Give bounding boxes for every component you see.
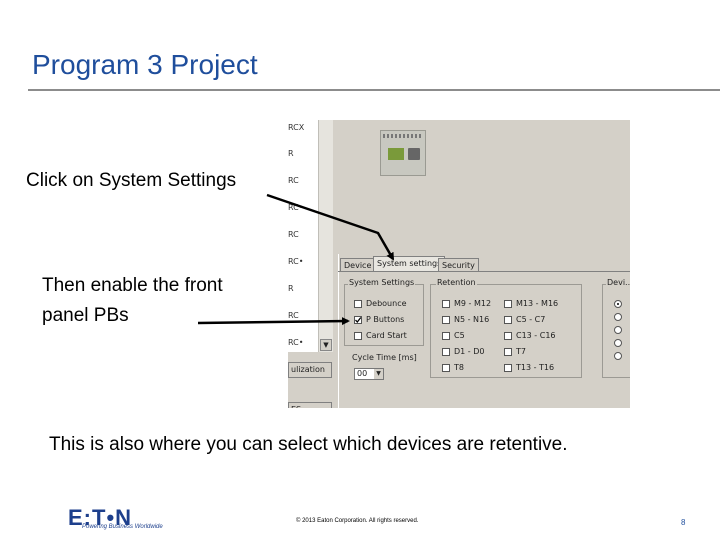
retention-checkbox[interactable] <box>442 316 450 324</box>
system-settings-panel: System Settings Debounce P Buttons Card … <box>338 271 630 408</box>
copyright-notice: © 2013 Eaton Corporation. All rights res… <box>296 518 419 524</box>
device-radio[interactable] <box>614 313 622 321</box>
debounce-label: Debounce <box>366 299 407 308</box>
cycle-time-label: Cycle Time [ms] <box>352 353 417 362</box>
retention-checkbox[interactable] <box>504 316 512 324</box>
tree-item[interactable]: RC <box>288 176 299 185</box>
retention-group-label: Retention <box>436 278 477 287</box>
tree-item[interactable]: RC <box>288 311 299 320</box>
callout-click-system-settings: Click on System Settings <box>26 170 237 191</box>
retention-checkbox[interactable] <box>442 364 450 372</box>
device-radio[interactable] <box>614 300 622 308</box>
cycle-time-value: 00 <box>357 369 368 378</box>
retention-label: D1 - D0 <box>454 347 485 356</box>
cycle-time-select[interactable]: 00 ▼ <box>354 368 384 380</box>
retention-label: M9 - M12 <box>454 299 492 308</box>
retention-checkbox[interactable] <box>504 364 512 372</box>
retention-checkbox[interactable] <box>504 348 512 356</box>
tree-item[interactable]: RCX <box>288 123 305 132</box>
title-divider <box>28 89 720 91</box>
p-buttons-label: P Buttons <box>366 315 405 324</box>
device-tree: RCX R RC RC• RC RC• R RC RC• ▼ <box>288 120 333 352</box>
retention-label: M13 - M16 <box>516 299 559 308</box>
tree-item[interactable]: RC <box>288 230 299 239</box>
retention-checkbox[interactable] <box>442 348 450 356</box>
arrow-to-front-panel-pbs <box>197 317 350 326</box>
device-radio[interactable] <box>614 326 622 334</box>
device-display <box>388 148 404 160</box>
debounce-checkbox[interactable] <box>354 300 362 308</box>
retention-checkbox[interactable] <box>504 332 512 340</box>
card-start-label: Card Start <box>366 331 407 340</box>
arrow-to-system-settings <box>266 193 395 261</box>
retention-label: T13 - T16 <box>516 363 555 372</box>
eaton-logo: E:T•N <box>68 505 133 530</box>
slide-title: Program 3 Project <box>32 49 258 80</box>
device-radio[interactable] <box>614 352 622 360</box>
retention-label: C13 - C16 <box>516 331 556 340</box>
system-settings-group-label: System Settings <box>348 278 416 287</box>
left-panel-button[interactable]: ulization <box>288 362 332 378</box>
retention-label: T8 <box>454 363 464 372</box>
retention-group <box>430 284 582 378</box>
checkmark-icon <box>355 317 362 324</box>
tree-item[interactable]: R <box>288 149 294 158</box>
tree-item[interactable]: RC• <box>288 338 304 347</box>
retention-checkbox[interactable] <box>442 332 450 340</box>
card-start-checkbox[interactable] <box>354 332 362 340</box>
software-screenshot: RCX R RC RC• RC RC• R RC RC• ▼ ulization… <box>288 120 630 408</box>
device-terminals <box>383 134 423 138</box>
tab-security[interactable]: Security <box>438 258 479 272</box>
retention-checkbox[interactable] <box>442 300 450 308</box>
left-panel-button[interactable]: ES <box>288 402 332 408</box>
scroll-down-icon[interactable]: ▼ <box>320 339 332 351</box>
eaton-tagline: Powering Business Worldwide <box>82 524 163 530</box>
p-buttons-checkbox[interactable] <box>354 316 362 324</box>
device-group-label: Devi... <box>606 278 630 287</box>
retention-label: N5 - N16 <box>454 315 490 324</box>
device-keypad <box>408 148 420 160</box>
tree-item[interactable]: RC• <box>288 257 304 266</box>
retention-checkbox[interactable] <box>504 300 512 308</box>
radio-dot-icon <box>617 303 619 305</box>
tree-item[interactable]: RC• <box>288 203 304 212</box>
retention-label: C5 <box>454 331 465 340</box>
retentive-note: This is also where you can select which … <box>49 434 568 455</box>
chevron-down-icon: ▼ <box>374 369 383 379</box>
callout-enable-front-panel: Then enable the front panel PBs <box>42 275 223 326</box>
retention-label: C5 - C7 <box>516 315 546 324</box>
easy-relay-device-icon[interactable] <box>380 130 426 176</box>
tree-item[interactable]: R <box>288 284 294 293</box>
retention-label: T7 <box>516 347 526 356</box>
tree-scrollbar[interactable]: ▼ <box>318 120 333 352</box>
page-number: 8 <box>681 518 686 527</box>
device-radio[interactable] <box>614 339 622 347</box>
